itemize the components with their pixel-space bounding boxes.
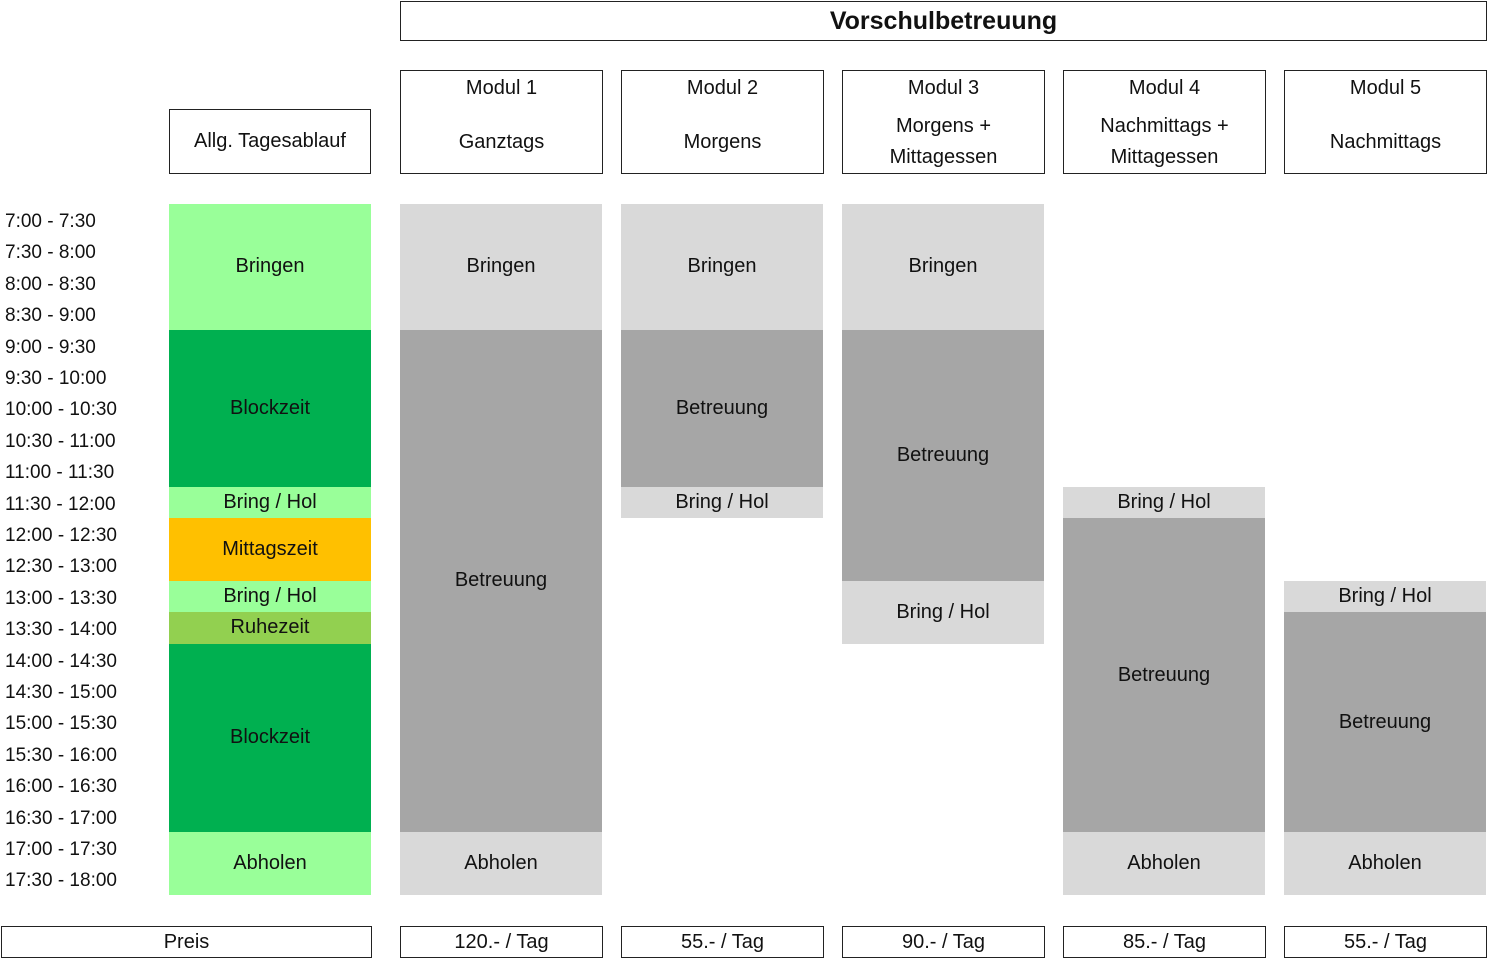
time-slot: 10:30 - 11:00	[5, 430, 116, 452]
schedule-block-mittagszeit: Mittagszeit	[169, 518, 371, 581]
time-slot: 12:00 - 12:30	[5, 525, 117, 546]
page-title: Vorschulbetreuung	[400, 1, 1487, 41]
time-slot: 10:00 - 10:30	[5, 399, 117, 421]
schedule-block-bringen: Bringen	[169, 204, 371, 330]
time-slot: 16:00 - 16:30	[5, 776, 117, 798]
module-description: Morgens	[683, 131, 762, 153]
module-header-1: Modul 1 Ganztags	[400, 70, 603, 174]
time-slot: 17:00 - 17:30	[5, 839, 117, 860]
module-name: Modul 2	[686, 77, 759, 99]
module-5-block-bring-hol: Bring / Hol	[1284, 580, 1486, 613]
module-5-block-betreuung: Betreuung	[1284, 612, 1486, 832]
module-1-block-bringen: Bringen	[400, 204, 602, 330]
time-slot: 14:00 - 14:30	[5, 650, 117, 672]
module-header-4: Modul 4 Nachmittags + Mittagessen	[1063, 70, 1266, 174]
module-1-block-betreuung: Betreuung	[400, 329, 602, 832]
time-slot: 8:30 - 9:00	[5, 305, 96, 327]
module-4-block-betreuung: Betreuung	[1063, 518, 1265, 832]
module-4-block-abholen: Abholen	[1063, 832, 1265, 895]
time-slot: 16:30 - 17:00	[5, 807, 117, 829]
module-description: Nachmittags	[1329, 131, 1442, 153]
module-description: Nachmittags + Mittagessen	[1100, 115, 1229, 168]
module-name: Modul 4	[1128, 77, 1201, 99]
module-description: Ganztags	[458, 131, 545, 153]
module-2-price: 55.- / Tag	[621, 926, 824, 958]
module-5-price: 55.- / Tag	[1284, 926, 1487, 958]
module-header-2: Modul 2 Morgens	[621, 70, 824, 174]
price-label: Preis	[1, 926, 372, 958]
module-1-price: 120.- / Tag	[400, 926, 603, 958]
schedule-block-abholen: Abholen	[169, 832, 371, 895]
time-slot: 7:00 - 7:30	[5, 211, 96, 232]
module-5-block-abholen: Abholen	[1284, 832, 1486, 895]
module-3-price: 90.- / Tag	[842, 926, 1045, 958]
module-2-block-betreuung: Betreuung	[621, 329, 823, 487]
module-description: Morgens + Mittagessen	[889, 115, 998, 168]
module-2-block-bring-hol: Bring / Hol	[621, 486, 823, 518]
general-schedule-header: Allg. Tagesablauf	[169, 109, 371, 174]
module-header-5: Modul 5 Nachmittags	[1284, 70, 1487, 174]
time-slot: 8:00 - 8:30	[5, 273, 96, 295]
module-name: Modul 5	[1349, 77, 1422, 99]
time-slot: 15:30 - 16:00	[5, 744, 117, 766]
time-slot: 15:00 - 15:30	[5, 713, 117, 735]
schedule-block-blockzeit: Blockzeit	[169, 643, 371, 832]
schedule-block-bring-hol: Bring / Hol	[169, 486, 371, 518]
time-slot: 9:30 - 10:00	[5, 368, 107, 389]
module-3-block-bringen: Bringen	[842, 204, 1044, 330]
schedule-block-blockzeit: Blockzeit	[169, 329, 371, 487]
module-2-block-bringen: Bringen	[621, 204, 823, 330]
time-slot: 13:00 - 13:30	[5, 587, 117, 609]
time-slot: 11:00 - 11:30	[5, 462, 115, 484]
time-slot: 11:30 - 12:00	[5, 493, 116, 515]
time-slot: 13:30 - 14:00	[5, 619, 117, 641]
schedule-block-ruhezeit: Ruhezeit	[169, 612, 371, 644]
module-3-block-bring-hol: Bring / Hol	[842, 580, 1044, 644]
time-slot: 14:30 - 15:00	[5, 682, 117, 703]
module-name: Modul 3	[907, 77, 980, 99]
time-slot: 9:00 - 9:30	[5, 336, 96, 358]
module-4-block-bring-hol: Bring / Hol	[1063, 486, 1265, 518]
module-name: Modul 1	[465, 77, 538, 99]
time-slot: 12:30 - 13:00	[5, 556, 117, 578]
module-header-3: Modul 3 Morgens + Mittagessen	[842, 70, 1045, 174]
module-3-block-betreuung: Betreuung	[842, 329, 1044, 581]
schedule-block-bring-hol: Bring / Hol	[169, 580, 371, 613]
time-slot: 17:30 - 18:00	[5, 870, 117, 892]
module-1-block-abholen: Abholen	[400, 832, 602, 895]
time-slot: 7:30 - 8:00	[5, 242, 96, 264]
module-4-price: 85.- / Tag	[1063, 926, 1266, 958]
